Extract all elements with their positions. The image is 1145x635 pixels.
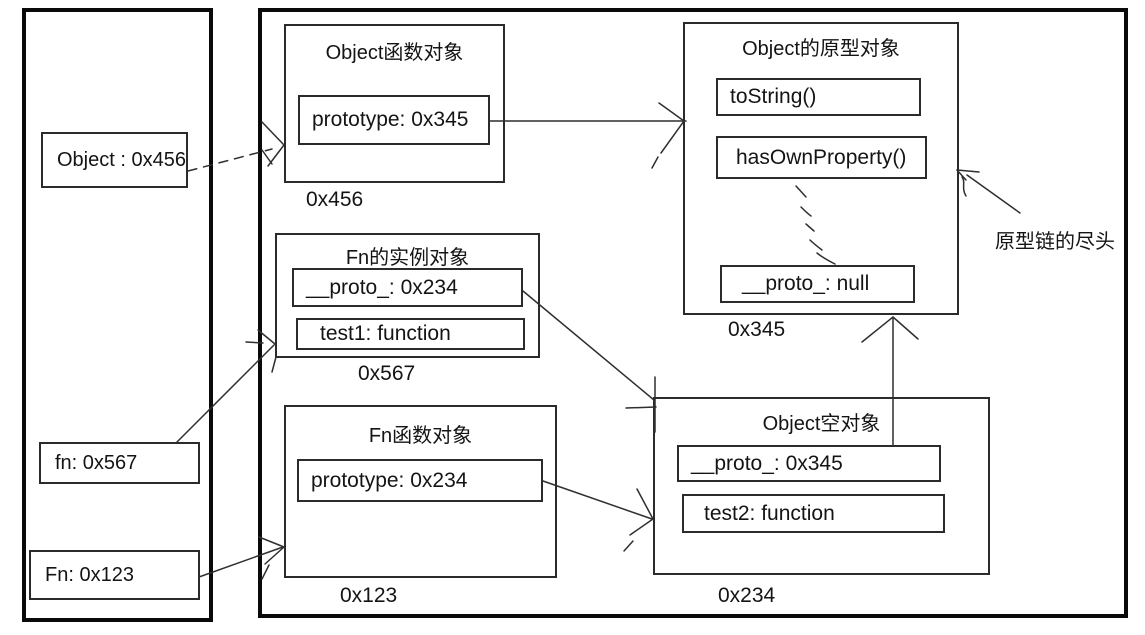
fn-function-prototype-field: prototype: 0x234 (297, 459, 543, 502)
end-of-chain-note: 原型链的尽头 (995, 231, 1115, 253)
tostring-text: toString() (730, 85, 817, 108)
object-empty-box: Object空对象 (653, 397, 990, 575)
object-prototype-address: 0x345 (728, 318, 786, 341)
object-empty-test2-field: test2: function (682, 494, 945, 533)
var-object-box: Object : 0x456 (41, 132, 188, 188)
fn-instance-test1-text: test1: function (320, 322, 451, 345)
object-function-address: 0x456 (306, 188, 364, 211)
var-Fn-box: Fn: 0x123 (29, 550, 200, 600)
hasownproperty-text: hasOwnProperty() (736, 145, 907, 169)
object-empty-address: 0x234 (718, 584, 776, 607)
proto-null-field: __proto_: null (720, 265, 915, 303)
fn-function-prototype-text: prototype: 0x234 (311, 468, 468, 492)
object-empty-title: Object空对象 (762, 413, 881, 435)
var-object-label: Object : 0x456 (57, 148, 186, 171)
fn-instance-address: 0x567 (358, 362, 416, 385)
fn-function-title: Fn函数对象 (368, 425, 473, 447)
hasownproperty-field: hasOwnProperty() (716, 136, 927, 179)
var-Fn-label: Fn: 0x123 (45, 563, 134, 586)
object-function-prototype-field: prototype: 0x345 (298, 95, 490, 145)
var-fn-box: fn: 0x567 (39, 442, 200, 484)
object-empty-proto-text: __proto_: 0x345 (691, 451, 843, 475)
fn-instance-proto-text: __proto_: 0x234 (306, 275, 458, 299)
object-prototype-title: Object的原型对象 (742, 38, 900, 60)
fn-function-address: 0x123 (340, 584, 398, 607)
object-function-title: Object函数对象 (325, 42, 464, 64)
variables-panel (22, 8, 213, 622)
fn-instance-test1-field: test1: function (296, 318, 525, 350)
var-fn-label: fn: 0x567 (55, 451, 138, 474)
object-function-prototype-text: prototype: 0x345 (312, 108, 469, 131)
object-empty-proto-field: __proto_: 0x345 (677, 445, 941, 482)
fn-instance-title: Fn的实例对象 (345, 247, 470, 269)
tostring-field: toString() (716, 78, 921, 116)
proto-null-text: __proto_: null (742, 272, 870, 295)
object-empty-test2-text: test2: function (704, 501, 835, 525)
fn-instance-proto-field: __proto_: 0x234 (292, 268, 523, 307)
